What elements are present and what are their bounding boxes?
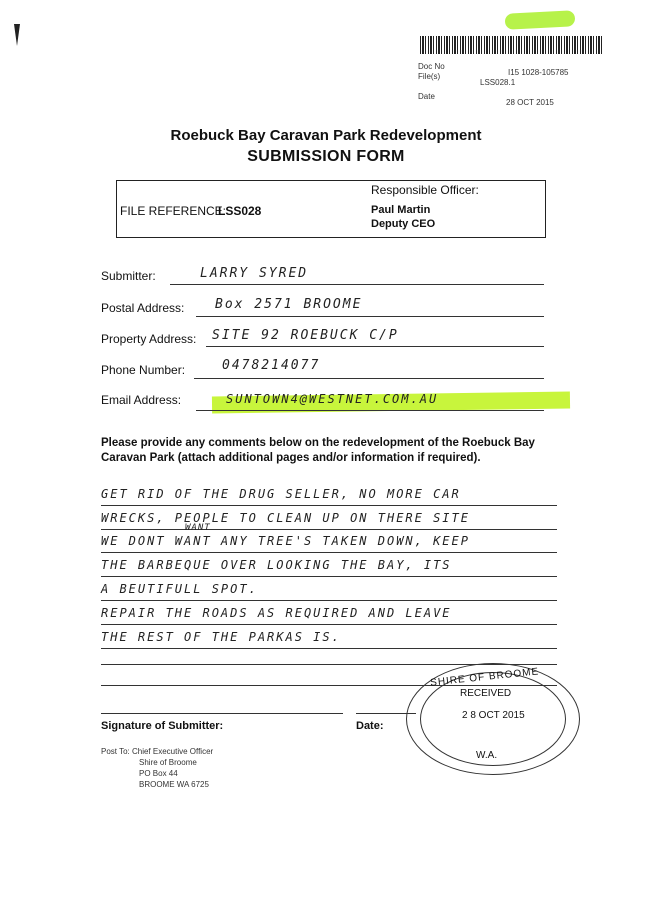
comment-line-6: REPAIR THE ROADS AS REQUIRED AND LEAVE xyxy=(101,606,452,620)
comment-rule-6 xyxy=(101,624,557,625)
property-address-label: Property Address: xyxy=(101,332,197,346)
signature-date-line xyxy=(356,713,416,714)
stamp-bottom: W.A. xyxy=(476,750,498,761)
post-to-line3: PO Box 44 xyxy=(139,769,178,778)
comment-rule-4 xyxy=(101,576,557,577)
date-label-header: Date xyxy=(418,92,435,101)
phone-number-label: Phone Number: xyxy=(101,363,186,377)
comment-rule-9 xyxy=(101,685,557,686)
comment-line-3: WE DONT WANT ANY TREE'S TAKEN DOWN, KEEP xyxy=(101,534,470,548)
received-stamp-inner xyxy=(420,672,566,766)
postal-address-value: Box 2571 BROOME xyxy=(215,297,363,312)
email-address-line xyxy=(196,410,544,411)
comment-line-1: GET RID OF THE DRUG SELLER, NO MORE CAR xyxy=(101,487,461,501)
doc-no-label: Doc No xyxy=(418,62,445,71)
signature-label: Signature of Submitter: xyxy=(101,720,224,732)
files-value: LSS028.1 xyxy=(480,78,516,87)
officer-name: Paul Martin xyxy=(371,204,431,216)
form-title: Roebuck Bay Caravan Park Redevelopment xyxy=(170,127,482,144)
submitter-value: LARRY SYRED xyxy=(200,266,309,281)
comment-rule-5 xyxy=(101,600,557,601)
comments-prompt: Please provide any comments below on the… xyxy=(101,437,535,464)
email-address-value: SUNTOWN4@WESTNET.COM.AU xyxy=(226,392,439,406)
comment-rule-2 xyxy=(101,529,557,530)
email-address-label: Email Address: xyxy=(101,393,182,407)
comment-line-4: THE BARBEQUE OVER LOOKING THE BAY, ITS xyxy=(101,558,452,572)
received-stamp xyxy=(406,663,580,775)
date-value-header: 28 OCT 2015 xyxy=(506,98,554,107)
submitter-line xyxy=(170,284,544,285)
postal-address-label: Postal Address: xyxy=(101,301,185,315)
comment-rule-1 xyxy=(101,505,557,506)
doc-no-value: I15 1028-105785 xyxy=(508,68,569,77)
file-reference-value: LSS028 xyxy=(218,204,262,218)
highlighter-mark xyxy=(504,10,576,30)
comment-insertion: WANT xyxy=(185,523,211,533)
file-reference-label: FILE REFERENCE: xyxy=(120,204,227,218)
comment-line-2: WRECKS, PEOPLE TO CLEAN UP ON THERE SITE xyxy=(101,511,470,525)
reference-box xyxy=(116,180,546,238)
post-to-line1: Post To: Chief Executive Officer xyxy=(101,747,214,756)
post-to-line4: BROOME WA 6725 xyxy=(139,780,209,789)
postal-address-line xyxy=(196,316,544,317)
phone-number-line xyxy=(194,378,544,379)
property-address-line xyxy=(206,346,544,347)
phone-number-value: 0478214077 xyxy=(222,358,321,373)
comment-rule-3 xyxy=(101,552,557,553)
comment-line-7: THE REST OF THE PARKAS IS. xyxy=(101,630,341,644)
stamp-middle: RECEIVED xyxy=(460,688,512,699)
post-to-line2: Shire of Broome xyxy=(139,758,197,767)
page-corner-mark xyxy=(14,24,20,46)
submitter-label: Submitter: xyxy=(101,269,156,283)
comment-rule-7 xyxy=(101,648,557,649)
signature-date-label: Date: xyxy=(356,720,384,732)
comment-rule-8 xyxy=(101,664,557,665)
officer-title: Deputy CEO xyxy=(371,218,436,230)
stamp-date: 2 8 OCT 2015 xyxy=(462,710,525,721)
responsible-officer-label: Responsible Officer: xyxy=(371,183,479,197)
comment-line-5: A BEUTIFULL SPOT. xyxy=(101,582,258,596)
property-address-value: SITE 92 ROEBUCK C/P xyxy=(212,328,399,343)
form-subtitle: SUBMISSION FORM xyxy=(247,148,405,165)
barcode xyxy=(420,36,602,54)
files-label: File(s) xyxy=(418,72,441,81)
signature-line xyxy=(101,713,343,714)
